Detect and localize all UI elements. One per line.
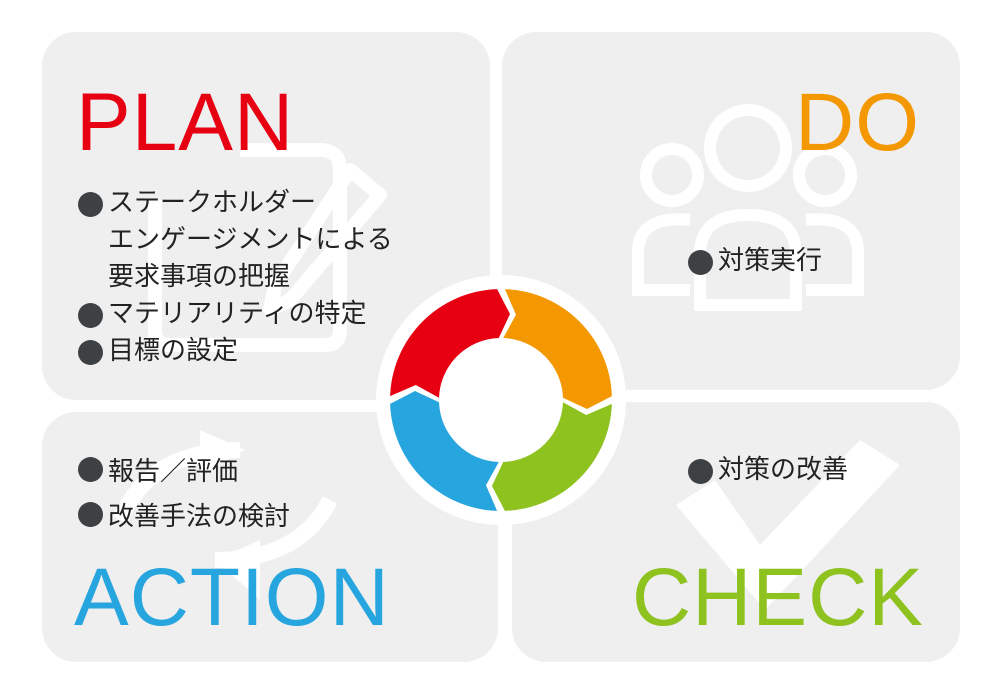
pdca-cycle <box>390 289 612 511</box>
cycle-arrows-icon <box>112 430 338 600</box>
check-cycle-segment <box>492 402 612 511</box>
checkmark-icon <box>676 440 900 610</box>
plan-item: マテリアリティの特定 <box>78 296 393 333</box>
action-cycle-segment <box>390 391 499 511</box>
do-items: 対策実行 <box>688 243 822 280</box>
people-group-icon <box>632 104 864 311</box>
check-items: 対策の改善 <box>688 452 848 489</box>
do-title: DO <box>795 77 920 168</box>
plan-item-cont: 要求事項の把握 <box>108 262 291 292</box>
document-pen-icon <box>148 143 387 352</box>
plan-cycle-segment <box>390 289 510 398</box>
plan-item: 目標の設定 <box>78 333 393 370</box>
plan-items: ステークホルダー エンゲージメントによる 要求事項の把握 マテリアリティの特定 … <box>78 185 393 370</box>
plan-item-cont: エンゲージメントによる <box>108 225 393 255</box>
action-item: 報告／評価 <box>78 450 290 495</box>
check-title: CHECK <box>631 552 924 643</box>
do-cycle-segment <box>503 289 612 409</box>
check-item: 対策の改善 <box>688 452 848 489</box>
action-title: ACTION <box>74 552 390 643</box>
plan-item: ステークホルダー <box>78 185 393 222</box>
plan-title: PLAN <box>76 77 295 168</box>
action-items: 報告／評価 改善手法の検討 <box>78 450 290 540</box>
do-item: 対策実行 <box>688 243 822 280</box>
action-item: 改善手法の検討 <box>78 495 290 540</box>
